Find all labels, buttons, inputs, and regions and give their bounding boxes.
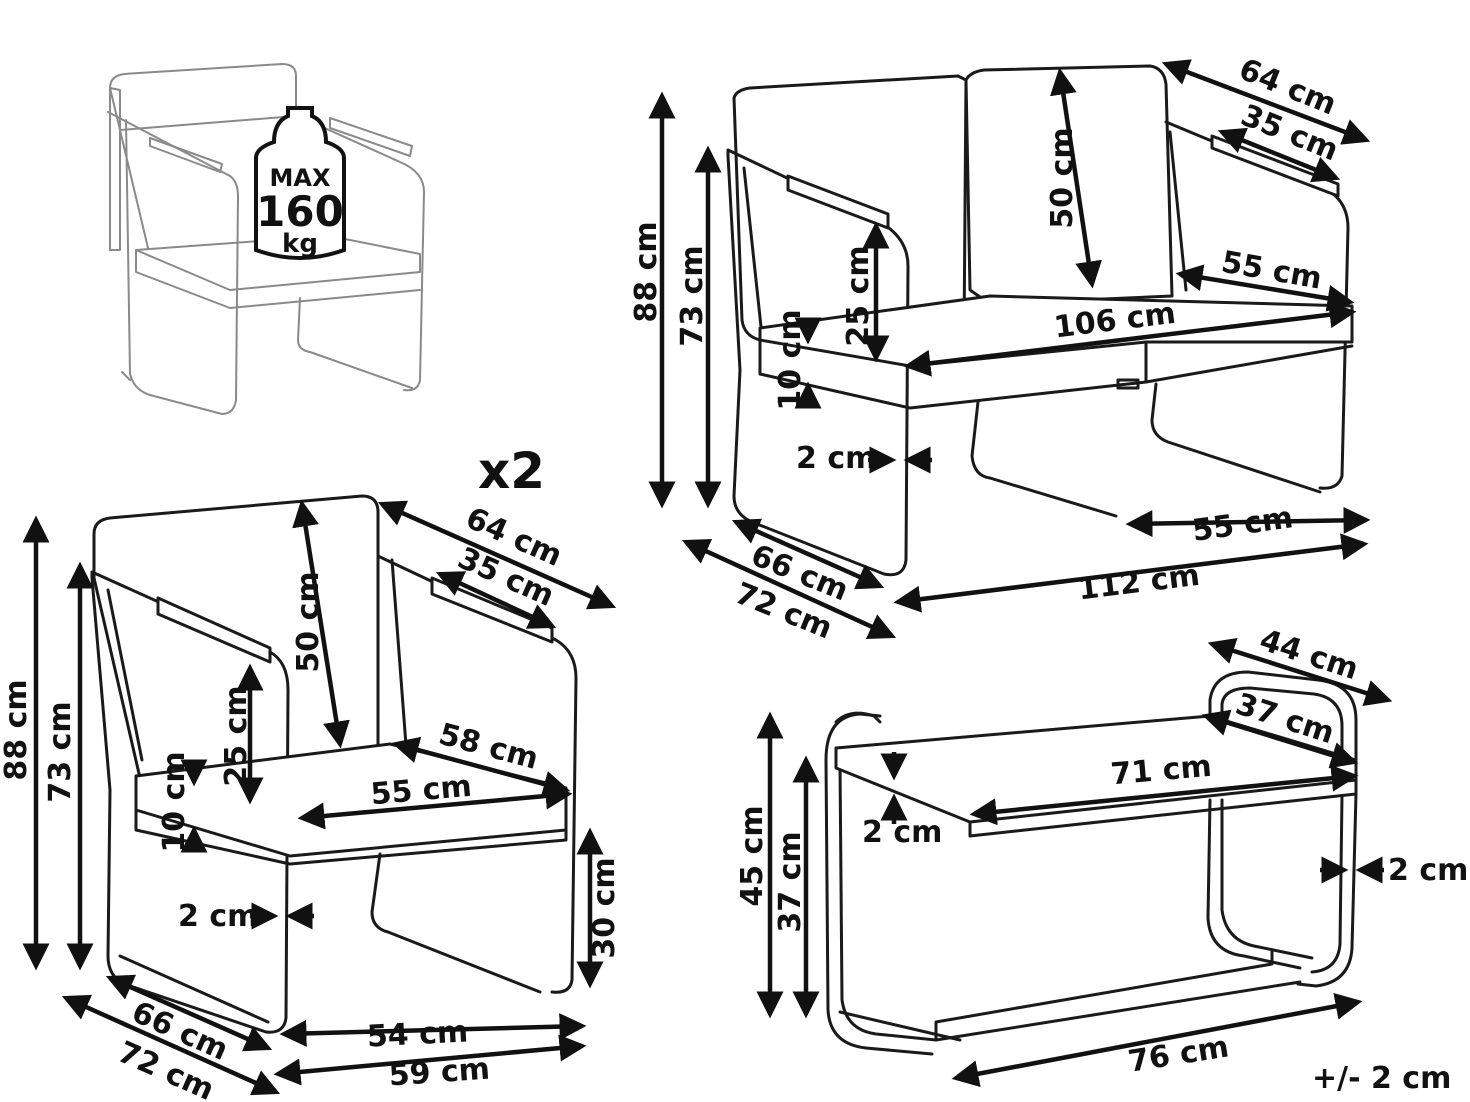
sofa-cushion-thickness: 10 cm [773, 309, 808, 410]
sofa-arm-height: 25 cm [841, 245, 876, 346]
table-width-total: 76 cm [1126, 1029, 1231, 1079]
table-height-inner: 37 cm [773, 831, 808, 932]
sofa-back-height: 50 cm [1045, 127, 1080, 228]
sofa-height-arm: 73 cm [675, 245, 710, 346]
table-height-total: 45 cm [735, 805, 770, 906]
weight-unit: kg [282, 229, 318, 259]
sofa-height-total: 88 cm [629, 221, 664, 322]
armchair-frame-tube: 2 cm [178, 899, 258, 934]
armchair-dimensions: 88 cm 73 cm 50 cm 64 cm 35 cm 25 cm 58 c… [0, 499, 622, 1102]
quantity-label: x2 [478, 442, 545, 500]
table-top-thickness: 2 cm [862, 815, 942, 850]
preview-chair [107, 63, 425, 415]
table-frame-tube: 2 cm [1388, 853, 1468, 888]
weight-value: 160 [256, 187, 344, 236]
armchair-width-inner: 54 cm [366, 1014, 469, 1054]
armchair-height-arm: 73 cm [43, 701, 78, 802]
armchair-width-outer: 59 cm [388, 1052, 491, 1094]
sofa-base-depth: 55 cm [1190, 500, 1295, 549]
armchair-arm-height: 25 cm [219, 685, 254, 786]
sofa-frame-tube: 2 cm [796, 441, 876, 476]
sofa-dimensions: 88 cm 73 cm 50 cm 64 cm 35 cm 25 cm 106 … [629, 52, 1371, 646]
weight-badge-icon: MAX 160 kg [254, 106, 346, 260]
armchair-back-height: 50 cm [291, 571, 326, 672]
armchair-height-total: 88 cm [0, 679, 34, 780]
sofa-drawing [726, 64, 1354, 577]
tolerance-note: +/- 2 cm [1312, 1061, 1451, 1096]
armchair-seat-height: 30 cm [587, 857, 622, 958]
armchair-cushion-thickness: 10 cm [157, 751, 192, 852]
weight-max-label: MAX [270, 164, 331, 192]
sofa-width-total: 112 cm [1076, 558, 1201, 608]
